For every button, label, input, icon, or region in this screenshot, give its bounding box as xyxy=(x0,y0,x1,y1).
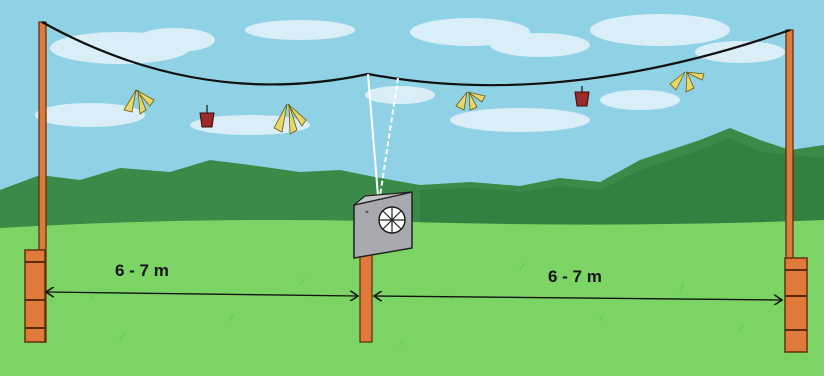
mountain-shading xyxy=(420,138,824,240)
tassel-icon xyxy=(455,91,486,111)
left-distance-label: 6 - 7 m xyxy=(115,261,169,280)
cup-icon xyxy=(574,86,590,107)
right-dimension-line xyxy=(374,296,782,300)
left-dimension-line xyxy=(46,292,358,296)
center-post xyxy=(359,249,373,343)
tassel-icon xyxy=(669,71,705,93)
box-strings xyxy=(367,73,399,197)
right-distance-label: 6 - 7 m xyxy=(548,267,602,286)
tassel-icon xyxy=(123,89,155,115)
tassel-icon xyxy=(273,103,307,135)
scarer-box: * xyxy=(353,191,413,259)
clouds xyxy=(35,14,785,135)
cup-icon xyxy=(199,105,215,128)
svg-text:*: * xyxy=(365,209,369,218)
